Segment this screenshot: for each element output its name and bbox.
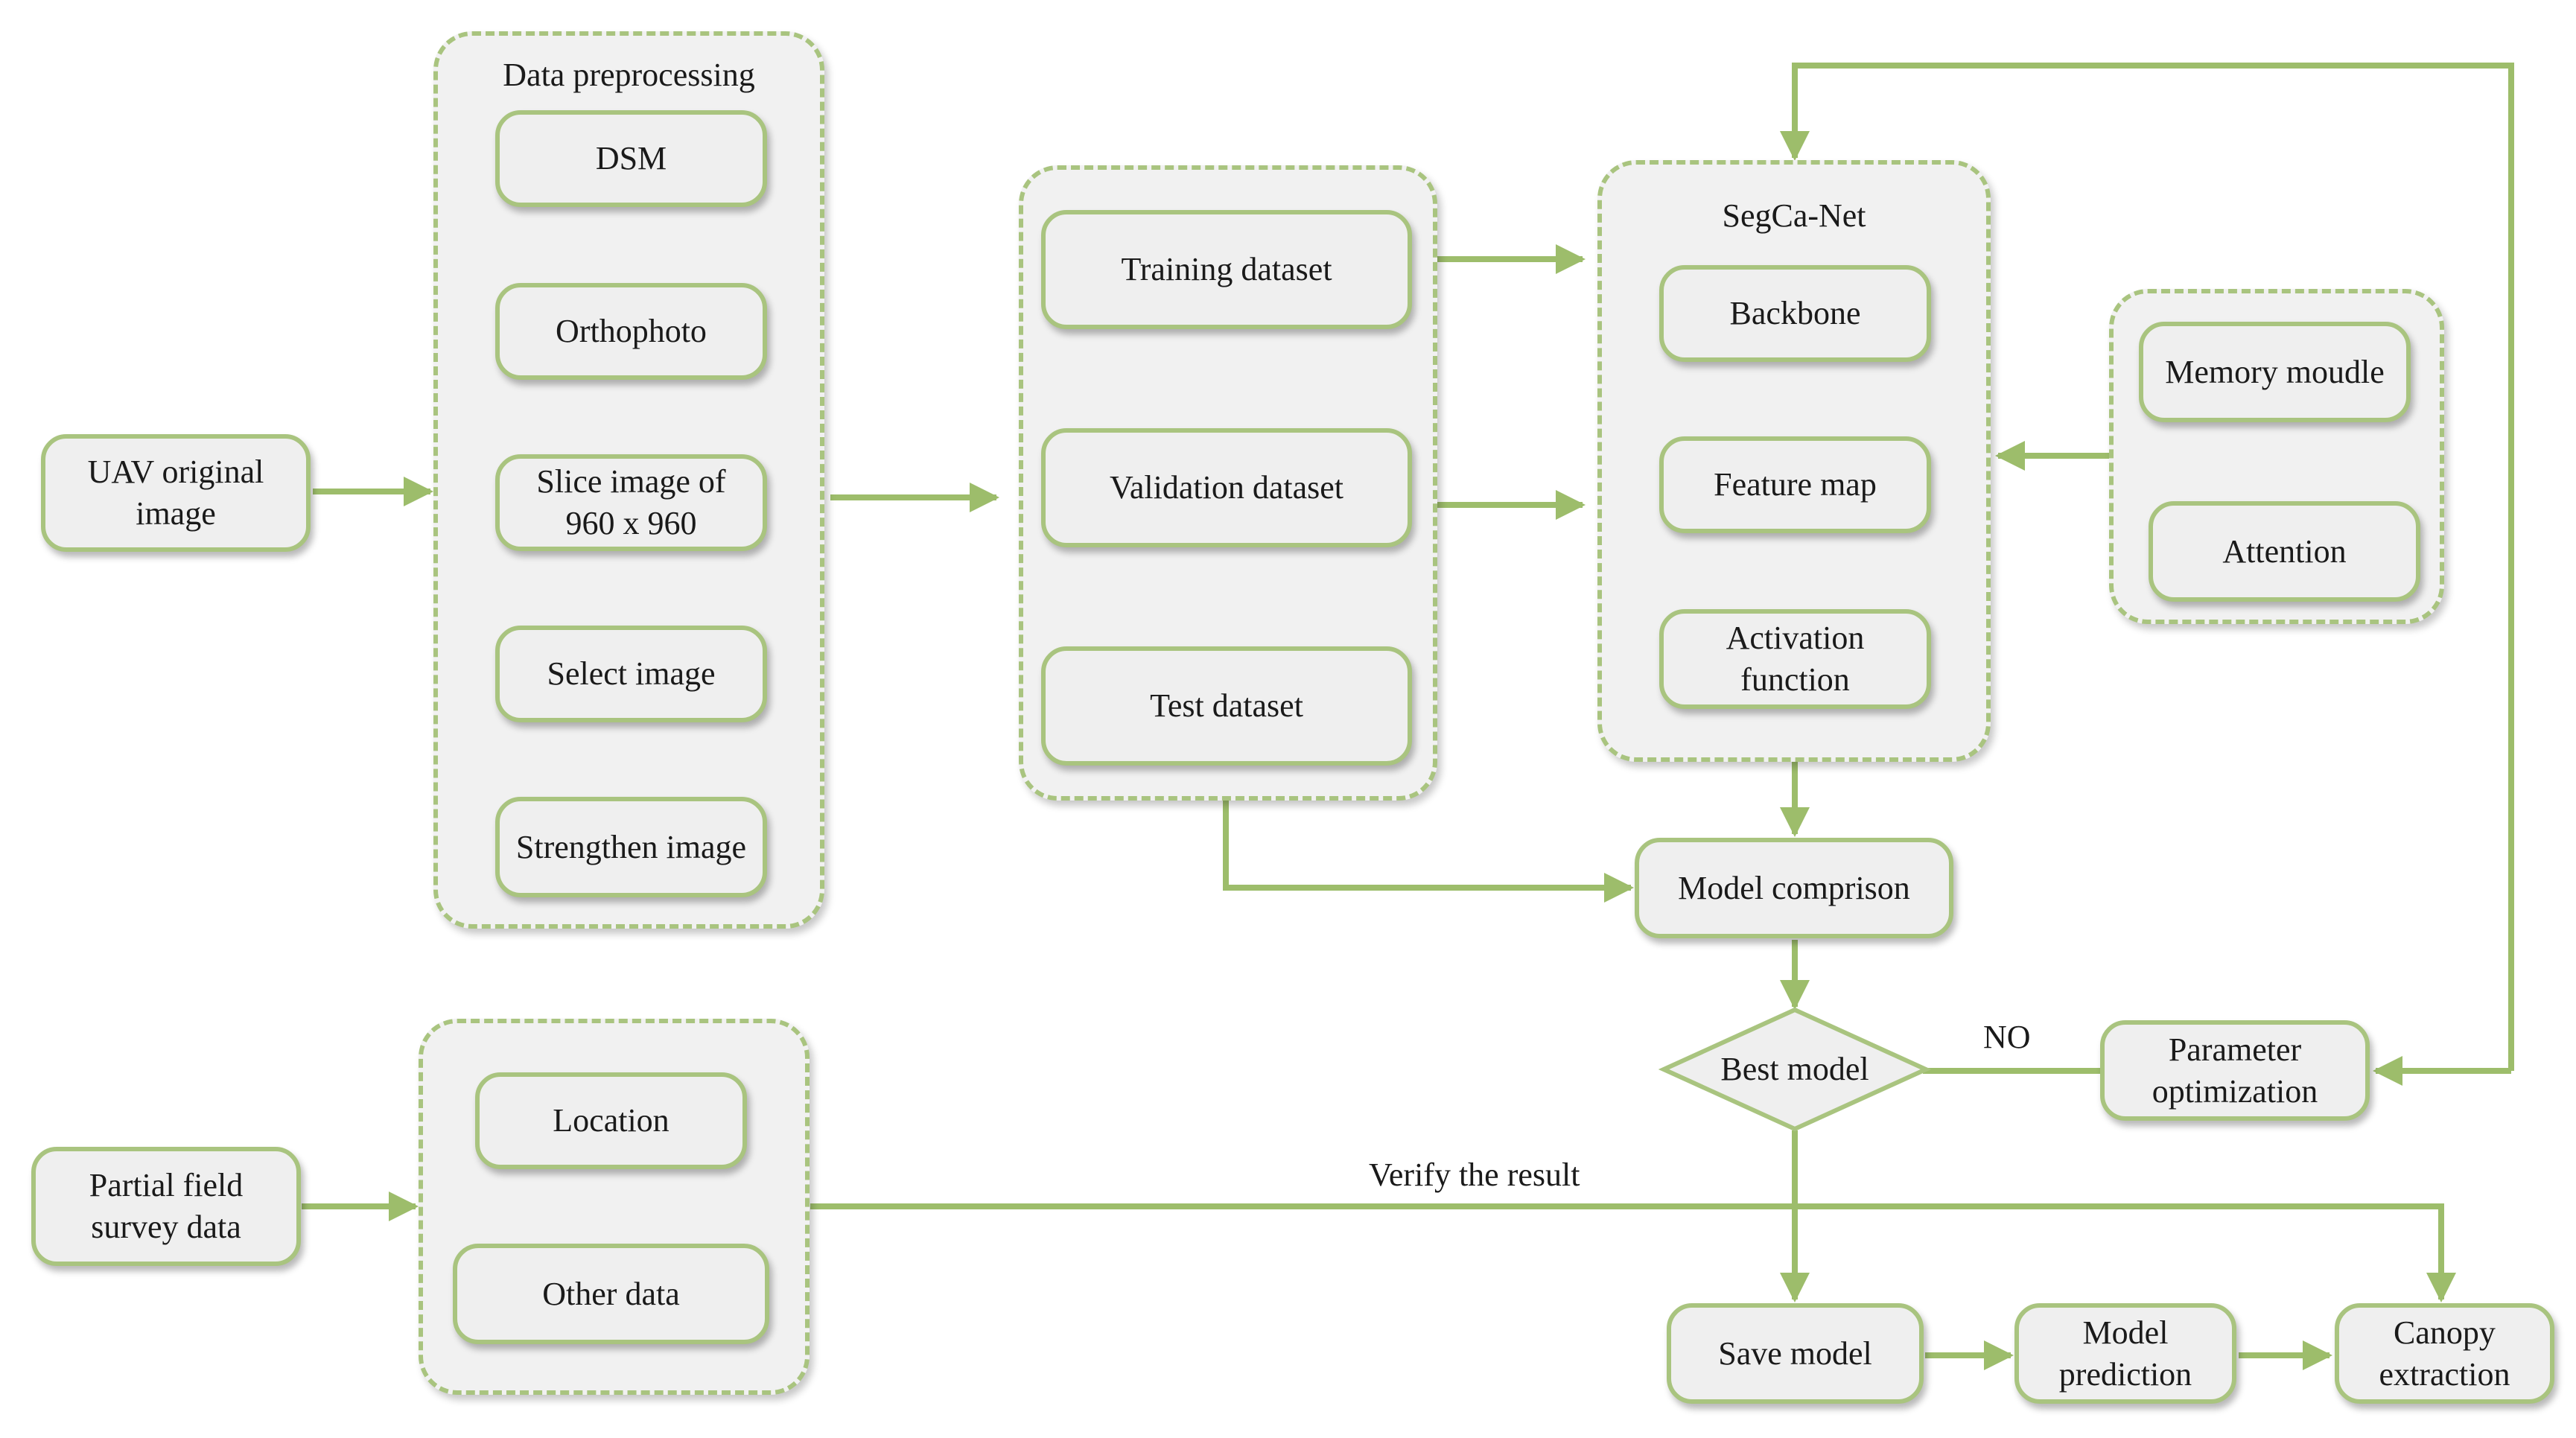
test-dataset-node: Test dataset <box>1041 646 1412 766</box>
partial-field-survey-label: Partial field survey data <box>89 1167 244 1245</box>
test-dataset-label: Test dataset <box>1150 687 1303 724</box>
training-dataset-label: Training dataset <box>1121 251 1332 287</box>
location-node: Location <box>475 1072 747 1169</box>
slice-image-label-line2: 960 x 960 <box>565 505 697 541</box>
canopy-extraction-label: Canopy extraction <box>2379 1314 2510 1393</box>
memory-module-node: Memory moudle <box>2139 322 2411 422</box>
backbone-label: Backbone <box>1729 295 1861 331</box>
location-label: Location <box>553 1102 670 1139</box>
partial-field-survey-node: Partial field survey data <box>31 1147 301 1266</box>
dsm-node: DSM <box>495 110 767 207</box>
slice-image-node: Slice image of 960 x 960 <box>495 454 767 551</box>
memory-module-label: Memory moudle <box>2165 353 2385 390</box>
strengthen-image-node: Strengthen image <box>495 797 767 897</box>
no-branch-label: NO <box>1983 1019 2031 1055</box>
attention-label: Attention <box>2222 532 2347 570</box>
strengthen-image-label: Strengthen image <box>515 828 747 865</box>
model-comparison-label: Model comprison <box>1678 869 1910 906</box>
orthophoto-label: Orthophoto <box>556 313 707 349</box>
uav-original-image-node: UAV original image <box>41 434 311 552</box>
canopy-extraction-node: Canopy extraction <box>2335 1303 2554 1404</box>
validation-dataset-node: Validation dataset <box>1041 428 1412 547</box>
verify-result-label: Verify the result <box>1369 1157 1580 1193</box>
other-data-node: Other data <box>453 1244 769 1344</box>
feature-map-label: Feature map <box>1714 466 1877 503</box>
arrow-verify-to-canopy <box>810 1203 2456 1302</box>
dsm-label: DSM <box>595 140 667 176</box>
other-data-label: Other data <box>542 1275 680 1312</box>
parameter-optimization-node: Parameter optimization <box>2100 1020 2370 1121</box>
uav-original-image-label: UAV original image <box>87 454 264 532</box>
model-prediction-node: Model prediction <box>2014 1303 2236 1404</box>
model-prediction-label: Model prediction <box>2058 1314 2192 1393</box>
activation-function-label: Activation function <box>1726 620 1865 698</box>
attention-node: Attention <box>2149 501 2420 602</box>
feature-map-node: Feature map <box>1659 436 1931 533</box>
validation-dataset-label: Validation dataset <box>1109 469 1343 506</box>
slice-image-label-line1: Slice image of <box>536 463 726 500</box>
best-model-label: Best model <box>1720 1051 1869 1087</box>
save-model-node: Save model <box>1667 1303 1924 1404</box>
parameter-optimization-label: Parameter optimization <box>2152 1031 2318 1110</box>
save-model-label: Save model <box>1718 1334 1872 1372</box>
model-comparison-node: Model comprison <box>1635 838 1953 938</box>
select-image-label: Select image <box>547 655 716 692</box>
arrow-loop-to-network <box>1780 63 2514 1071</box>
segca-net-title: SegCa-Net <box>1722 197 1866 234</box>
training-dataset-node: Training dataset <box>1041 210 1412 329</box>
orthophoto-node: Orthophoto <box>495 283 767 380</box>
best-model-diamond <box>1658 1007 1932 1132</box>
select-image-node: Select image <box>495 626 767 722</box>
activation-function-node: Activation function <box>1659 609 1931 709</box>
backbone-node: Backbone <box>1659 265 1931 362</box>
data-preprocessing-title: Data preprocessing <box>503 57 755 93</box>
